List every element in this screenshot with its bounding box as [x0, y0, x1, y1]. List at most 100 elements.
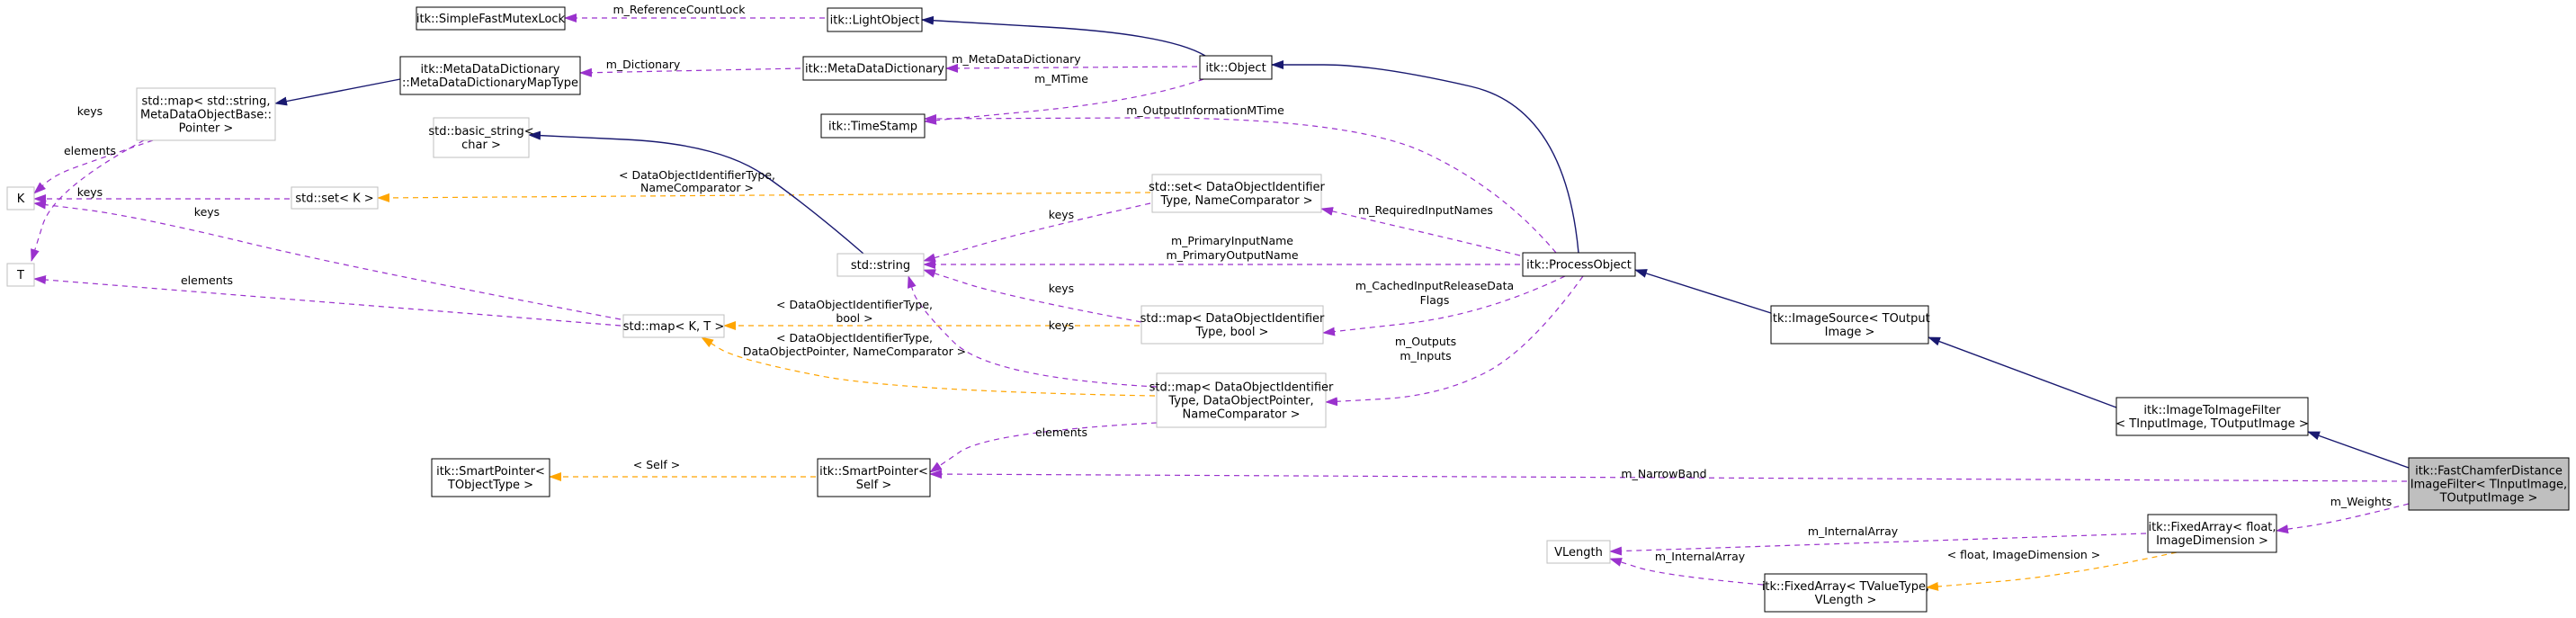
inheritance-edge-e-string-basic: [528, 130, 864, 255]
class-node-label-line-0: std::string: [851, 259, 910, 273]
class-node-box-std-string: [836, 253, 925, 277]
class-node-box-std-map-string-pointer: [136, 87, 276, 141]
class-node-label-line-0: std::map< K, T >: [623, 320, 725, 334]
edge-label-keys_map: keys: [77, 104, 103, 118]
member-edge-e-fafloat-vlength: [1609, 533, 2147, 556]
inheritance-edge-e-fcdif-itif: [2307, 431, 2410, 469]
edge-label-internal_array_tvalue: m_InternalArray: [1655, 550, 1746, 563]
class-node-label-line-0: std::basic_string<: [428, 125, 533, 139]
edge-label-metadata_dictionary: m_MetaDataDictionary: [952, 52, 1081, 66]
class-node-light-object[interactable]: itk::LightObject: [827, 7, 923, 32]
edge-label-keys_kt: keys: [194, 205, 219, 219]
member-edge-e-po-ts: [924, 113, 1557, 254]
inheritance-edge-e-maptype-map: [274, 78, 401, 106]
edge-label-keys_doi_set: keys: [1049, 208, 1074, 221]
class-node-label-line-1: ImageFilter< TInputImage,: [2411, 479, 2567, 492]
class-node-box-fixed-array-float: [2147, 514, 2277, 553]
class-node-box-std-set-doi: [1151, 174, 1322, 213]
member-edge-e-fcdif-fafloat: [2276, 503, 2410, 534]
class-node-label-line-0: itk::FixedArray< float,: [2148, 521, 2276, 534]
class-node-label-line-0: itk::SmartPointer<: [436, 465, 545, 479]
class-node-box-T: [6, 263, 35, 287]
edge-label-outputs_inputs-line-0: m_Outputs: [1395, 335, 1456, 348]
class-node-label-line-0: std::map< DataObjectIdentifier: [1140, 312, 1325, 326]
class-node-box-std-map-doi-pointer: [1156, 372, 1327, 428]
class-node-label-line-1: Type, NameComparator >: [1159, 194, 1312, 208]
edge-label-cached_flags-line-0: m_CachedInputReleaseData: [1355, 279, 1514, 292]
class-node-label-line-0: itk::SmartPointer<: [819, 465, 928, 479]
edge-label-mtime: m_MTime: [1034, 72, 1088, 85]
class-node-K: K: [6, 186, 35, 210]
class-node-std-map-KT: std::map< K, T >: [622, 314, 725, 338]
class-node-object[interactable]: itk::Object: [1199, 55, 1273, 80]
edge-label-required_input_names: m_RequiredInputNames: [1358, 203, 1493, 217]
edge-label-set_template_args-line-0: < DataObjectIdentifierType,: [619, 168, 775, 182]
class-node-std-map-string-pointer: std::map< std::string,MetaDataObjectBase…: [136, 87, 276, 141]
class-node-metadata-dictionary-map-type[interactable]: itk::MetaDataDictionary::MetaDataDiction…: [399, 56, 581, 95]
class-node-label-line-0: itk::MetaDataDictionary: [421, 63, 560, 76]
class-node-label-line-0: itk::FixedArray< TValueType,: [1762, 580, 1929, 594]
class-node-label-line-1: ::MetaDataDictionaryMapType: [402, 76, 578, 90]
class-node-std-string: std::string: [836, 253, 925, 277]
class-node-std-set-K: std::set< K >: [291, 186, 379, 210]
edge-label-primary_names-line-0: m_PrimaryInputName: [1171, 234, 1293, 247]
class-node-label-line-0: T: [16, 269, 24, 282]
class-node-label-line-2: TOutputImage >: [2439, 492, 2538, 506]
class-node-label-line-1: < TInputImage, TOutputImage >: [2115, 417, 2308, 431]
class-node-time-stamp[interactable]: itk::TimeStamp: [820, 113, 926, 139]
edge-label-bool_template_args-line-0: < DataObjectIdentifierType,: [776, 298, 933, 311]
class-node-process-object[interactable]: itk::ProcessObject: [1522, 252, 1636, 277]
class-node-smart-pointer-self[interactable]: itk::SmartPointer<Self >: [817, 458, 931, 497]
class-node-std-basic-string: std::basic_string<char >: [428, 117, 534, 158]
edge-label-outputs_inputs-line-1: m_Inputs: [1400, 349, 1451, 363]
class-node-label-line-0: VLength: [1554, 546, 1603, 560]
class-node-simple-fast-mutex-lock[interactable]: itk::SimpleFastMutexLock: [416, 6, 566, 31]
member-edge-e-mappointer-string: [907, 275, 1158, 388]
member-edge-e-mapKT-K: [33, 200, 622, 320]
class-node-label-line-2: NameComparator >: [1183, 408, 1301, 422]
class-node-box-simple-fast-mutex-lock: [416, 6, 566, 31]
class-node-label-line-0: itk::FastChamferDistance: [2415, 465, 2563, 479]
class-node-box-K: [6, 186, 35, 210]
class-node-box-smart-pointer-self: [817, 458, 931, 497]
class-node-box-std-set-K: [291, 186, 379, 210]
class-node-label-line-0: std::map< DataObjectIdentifier: [1149, 381, 1334, 395]
inheritance-edge-e-object-light: [921, 15, 1206, 57]
edge-label-elements_pointer: elements: [1035, 425, 1087, 439]
edge-label-reference_count_lock: m_ReferenceCountLock: [613, 3, 747, 16]
class-node-label-line-0: std::set< DataObjectIdentifier: [1149, 181, 1325, 194]
edge-label-dictionary: m_Dictionary: [606, 58, 681, 71]
class-node-box-std-basic-string: [433, 117, 530, 158]
member-edge-e-po-mapbool: [1322, 275, 1566, 336]
class-node-label-line-1: ImageDimension >: [2156, 534, 2268, 548]
class-node-metadata-dictionary[interactable]: itk::MetaDataDictionary: [802, 56, 947, 81]
class-node-fixed-array-tvalue[interactable]: itk::FixedArray< TValueType,VLength >: [1762, 573, 1929, 613]
class-node-box-vlength: [1546, 540, 1611, 564]
class-node-label-line-0: std::map< std::string,: [141, 95, 270, 109]
edge-label-elements_map: elements: [64, 144, 116, 157]
edge-label-keys_set: keys: [77, 185, 103, 199]
member-edge-e-object-mdd: [945, 63, 1198, 73]
class-node-label-line-0: itk::MetaDataDictionary: [805, 63, 944, 76]
inheritance-edge-e-is-po: [1634, 269, 1772, 314]
class-node-label-line-0: itk::ProcessObject: [1526, 259, 1632, 273]
class-node-box-fast-chamfer: [2408, 457, 2570, 511]
class-node-box-fixed-array-tvalue: [1764, 573, 1928, 613]
edge-label-cached_flags-line-1: Flags: [1420, 293, 1450, 307]
class-node-label-line-0: std::set< K >: [295, 193, 373, 206]
class-node-box-smart-pointer-tobject: [431, 458, 550, 497]
class-node-image-source[interactable]: itk::ImageSource< TOutputImage >: [1769, 305, 1930, 345]
class-node-smart-pointer-tobject[interactable]: itk::SmartPointer<TObjectType >: [431, 458, 550, 497]
template-edge-e-fafloat-fatvalue: [1926, 551, 2178, 591]
class-node-image-to-image-filter[interactable]: itk::ImageToImageFilter< TInputImage, TO…: [2115, 397, 2309, 436]
class-node-std-map-doi-bool: std::map< DataObjectIdentifierType, bool…: [1140, 305, 1325, 345]
class-node-fixed-array-float[interactable]: itk::FixedArray< float,ImageDimension >: [2147, 514, 2277, 553]
member-edge-e-map-K: [33, 139, 154, 194]
member-edge-e-po-setdoi: [1320, 207, 1521, 256]
class-node-box-time-stamp: [820, 113, 926, 139]
edge-label-primary_names-line-1: m_PrimaryOutputName: [1166, 248, 1298, 262]
class-node-box-object: [1199, 55, 1273, 80]
class-node-label-line-1: MetaDataObjectBase::: [140, 109, 272, 122]
class-node-box-light-object: [827, 7, 923, 32]
